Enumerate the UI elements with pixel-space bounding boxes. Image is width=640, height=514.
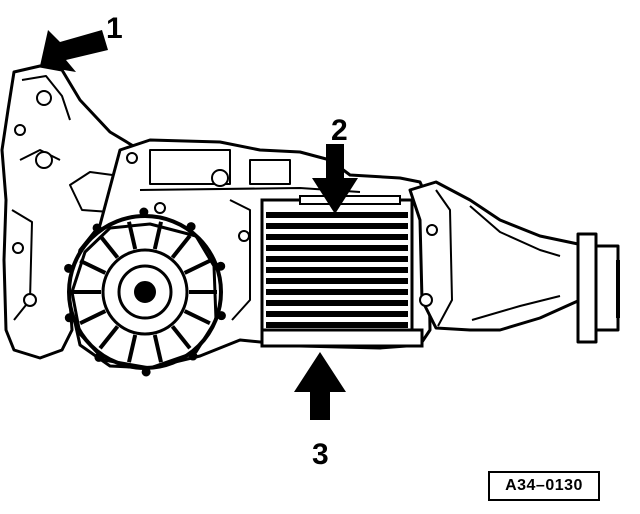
cooling-rib <box>266 223 408 229</box>
reference-code: A34–0130 <box>505 477 583 494</box>
ribbed-section <box>260 195 424 348</box>
flange-spoke <box>127 334 138 363</box>
flange-bolt <box>64 263 74 273</box>
flange-spoke <box>79 258 107 275</box>
flange-bolt <box>94 352 104 362</box>
flange-bolt <box>186 222 196 232</box>
cooling-rib <box>266 300 408 306</box>
flange-spoke <box>152 334 163 363</box>
flange-bolt <box>216 311 226 321</box>
cooling-rib <box>266 234 408 240</box>
flange-bolt <box>141 367 151 377</box>
cooling-rib <box>266 311 408 317</box>
flange-spoke <box>170 325 192 350</box>
cooling-rib <box>266 267 408 273</box>
callout-label-2: 2 <box>331 114 348 147</box>
bell-housing <box>0 64 154 360</box>
flange-spoke <box>183 258 211 275</box>
reference-code-box: A34–0130 <box>488 471 600 501</box>
cooling-rib <box>266 278 408 284</box>
callout-label-1: 1 <box>106 12 123 45</box>
extension-housing <box>408 180 620 344</box>
flange-spoke <box>183 309 211 326</box>
flange-bolt <box>139 207 149 217</box>
cooling-rib <box>266 289 408 295</box>
flange-bolt <box>216 261 226 271</box>
flange-spoke <box>98 234 120 259</box>
arrow-2-icon <box>312 144 358 214</box>
flange-bolt <box>188 351 198 361</box>
callout-label-3: 3 <box>312 438 329 471</box>
cooling-rib <box>266 245 408 251</box>
flange-bolt <box>92 223 102 233</box>
cooling-rib <box>266 322 408 328</box>
arrow-1-icon <box>40 30 108 72</box>
cooling-rib <box>266 212 408 218</box>
flange-spoke <box>79 309 107 326</box>
arrow-3-icon <box>294 352 346 420</box>
flange-bolt <box>64 313 74 323</box>
differential-flange <box>64 207 226 377</box>
cooling-rib <box>266 256 408 262</box>
flange-spoke <box>170 234 192 259</box>
flange-spoke <box>98 325 120 350</box>
